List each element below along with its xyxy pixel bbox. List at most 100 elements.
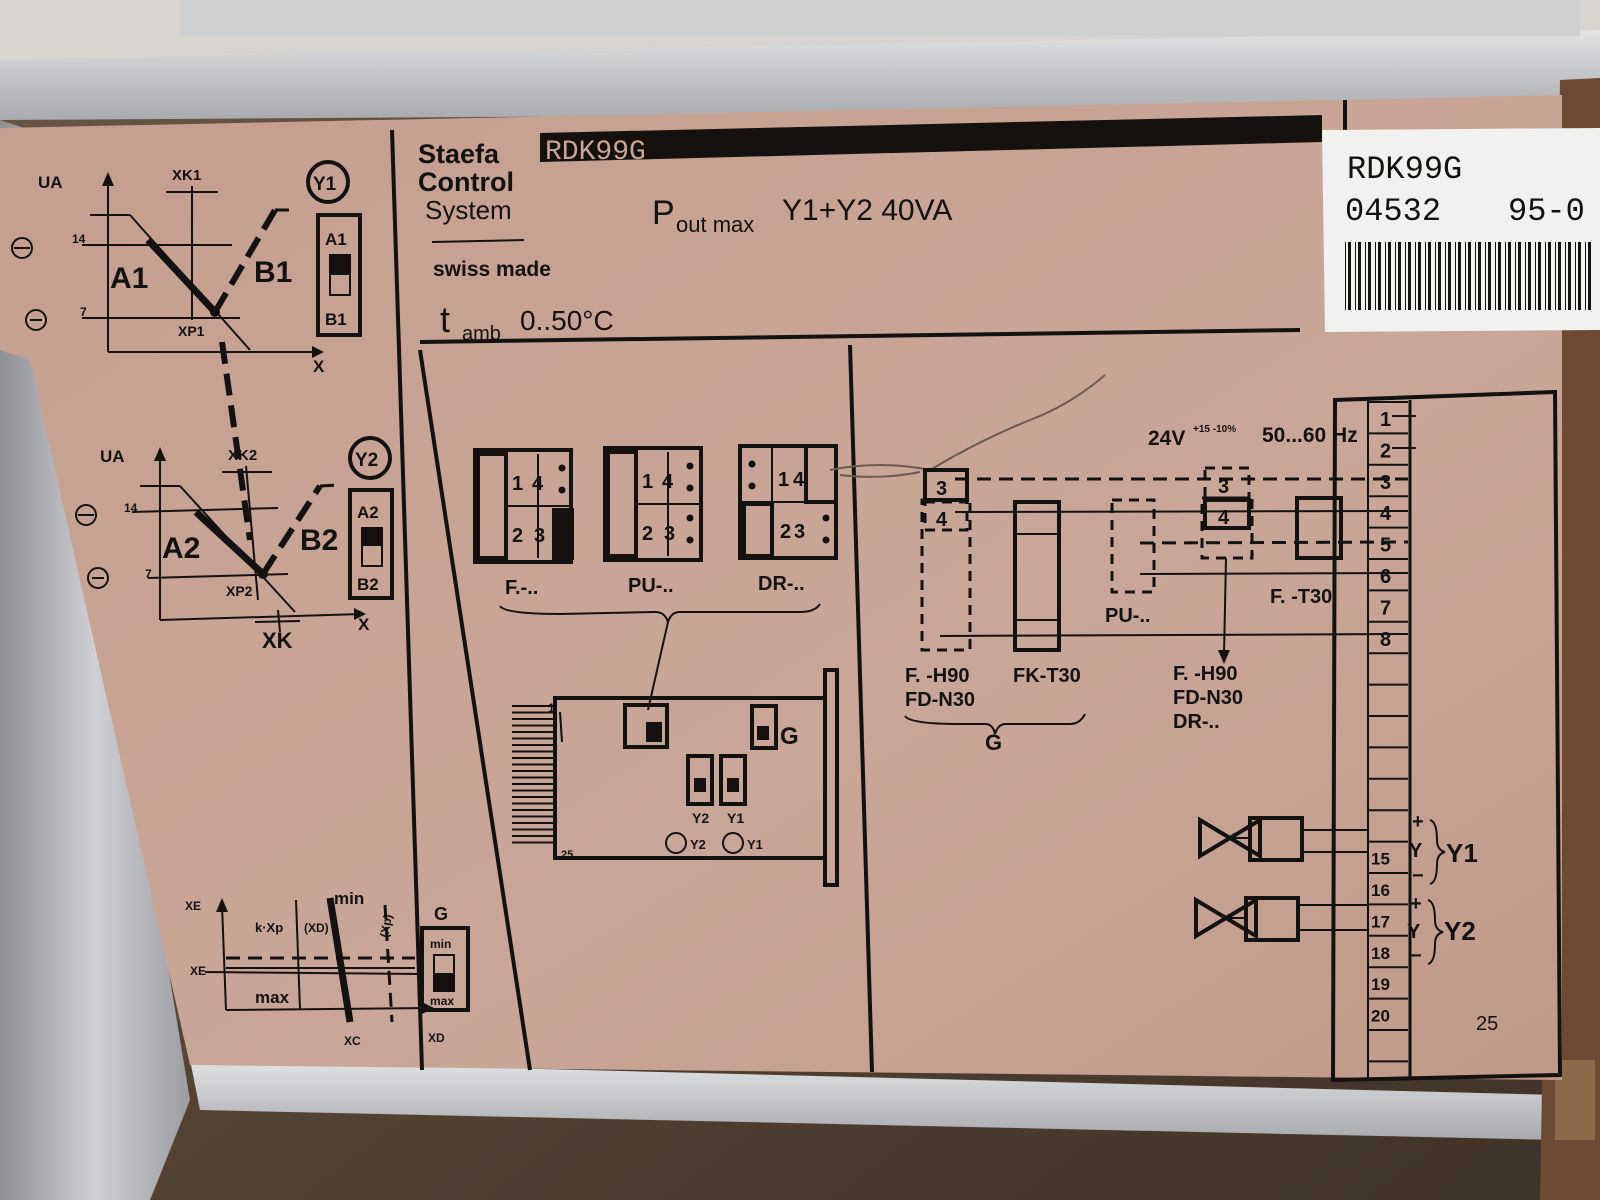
barcode-bar bbox=[1425, 242, 1426, 310]
y1-y2-connector bbox=[219, 341, 253, 541]
y2-bracket-label: Y2 bbox=[1444, 916, 1476, 946]
group-g-label: G bbox=[985, 730, 1002, 755]
terminal-number: 2 bbox=[1380, 440, 1391, 462]
f-t30-label: F. -T30 bbox=[1270, 586, 1332, 608]
y1-xk-label: XK1 bbox=[172, 167, 201, 184]
barcode-bar bbox=[1395, 242, 1396, 310]
barcode-bar bbox=[1478, 242, 1481, 310]
barcode-bar bbox=[1435, 242, 1436, 310]
barcode-bar bbox=[1558, 242, 1561, 310]
ambient-range: 0..50°C bbox=[520, 305, 614, 336]
module-pu-d4: 4 bbox=[662, 471, 674, 493]
minmax-xe: XE bbox=[185, 899, 201, 913]
barcode-bar bbox=[1498, 242, 1501, 310]
barcode-bar bbox=[1485, 242, 1486, 310]
board-y2-label: Y2 bbox=[692, 810, 709, 826]
module-dr: 1 4 2 3 DR-.. bbox=[738, 444, 838, 595]
y2-minus: − bbox=[1410, 945, 1422, 967]
module-f: 1 4 2 3 F.-.. bbox=[473, 448, 574, 599]
barcode-bar bbox=[1385, 242, 1386, 310]
barcode-bar bbox=[1538, 242, 1541, 310]
barcode-bar bbox=[1518, 242, 1521, 310]
serial-sticker: RDK99G 04532 95-0 bbox=[1322, 128, 1600, 332]
module-dr-d1: 1 bbox=[778, 469, 789, 491]
minmax-xe-left: XE bbox=[190, 964, 206, 978]
swiss-made: swiss made bbox=[433, 258, 551, 281]
ambient-t: t bbox=[440, 299, 450, 340]
right-group-3: DR-.. bbox=[1173, 711, 1220, 733]
board-pin-25: 25 bbox=[561, 849, 573, 861]
y2-xp-label: XP2 bbox=[226, 583, 253, 599]
brand-line2: Control bbox=[418, 167, 514, 197]
barcode-bar bbox=[1438, 242, 1441, 310]
y2-switch-top: A2 bbox=[357, 503, 379, 522]
terminal-25-label: 25 bbox=[1476, 1013, 1498, 1035]
y2-ua-label: UA bbox=[100, 447, 125, 466]
board-edge-pins bbox=[512, 705, 556, 844]
minmax-min: min bbox=[334, 889, 364, 908]
terminal-strip-outline bbox=[1330, 389, 1563, 1083]
barcode-bar bbox=[1575, 242, 1576, 310]
barcode-bar bbox=[1528, 242, 1531, 310]
barcode-bar bbox=[1468, 242, 1471, 310]
board-g-label: G bbox=[780, 723, 799, 750]
barcode-bar bbox=[1475, 242, 1476, 310]
minmax-kxp: k·Xp bbox=[255, 920, 283, 935]
minmax-xc: XC bbox=[344, 1034, 361, 1048]
barcode-bar bbox=[1458, 242, 1461, 310]
sticker-serial: 04532 bbox=[1345, 193, 1441, 230]
y1-bracket-label: Y1 bbox=[1446, 838, 1478, 868]
y2-x-axis: X bbox=[358, 615, 370, 634]
barcode-bar bbox=[1555, 242, 1556, 310]
diagram-y1: UA X XK1 14 7 A1 B1 XP1 Y1 A1 B1 bbox=[11, 160, 362, 376]
supply-frequency: 50...60 Hz bbox=[1262, 424, 1358, 447]
y1-v14: 14 bbox=[72, 232, 86, 246]
y2-xk-label: XK2 bbox=[228, 447, 257, 464]
barcode-bar bbox=[1545, 242, 1546, 310]
power-out-max: out max bbox=[676, 212, 754, 237]
label-panel bbox=[0, 95, 1562, 1080]
valve-y2: + Y − Y2 bbox=[1194, 893, 1476, 967]
pu-label: PU-.. bbox=[1105, 605, 1151, 627]
y2-y: Y bbox=[1407, 921, 1421, 943]
y1-switch-bottom: B1 bbox=[325, 310, 347, 329]
y2-v7: 7 bbox=[145, 567, 152, 581]
barcode-bar bbox=[1548, 242, 1551, 310]
diagram-y2: UA X XK2 14 7 A2 B2 XP2 XK Y2 A2 B2 bbox=[75, 436, 394, 653]
circuit-board: 1 25 G Y2 Y1 Y2 Y1 bbox=[512, 668, 839, 887]
barcode-bar bbox=[1455, 242, 1456, 310]
module-dr-d2: 2 bbox=[780, 521, 791, 543]
barcode-bar bbox=[1428, 242, 1431, 310]
board-y1-circle: Y1 bbox=[747, 837, 763, 852]
minmax-switch-bottom: max bbox=[430, 994, 454, 1008]
right-group-2: FD-N30 bbox=[1173, 687, 1243, 709]
model-banner-bar bbox=[540, 115, 1322, 162]
y1-circle-label: Y1 bbox=[313, 174, 337, 195]
left-group-2: FD-N30 bbox=[905, 689, 975, 711]
barcode-bar bbox=[1418, 242, 1421, 310]
y1-v7: 7 bbox=[80, 305, 87, 319]
right-group-1: F. -H90 bbox=[1173, 663, 1237, 685]
terminal-number: 19 bbox=[1371, 975, 1390, 994]
barcode-bar bbox=[1375, 242, 1376, 310]
y1-xp-label: XP1 bbox=[178, 323, 205, 339]
module-pu-d1: 1 bbox=[642, 471, 653, 493]
module-f-d4: 4 bbox=[532, 473, 544, 495]
barcode-bar bbox=[1448, 242, 1451, 310]
f-t30-block bbox=[1295, 496, 1343, 560]
power-p: P bbox=[652, 194, 675, 232]
y1-switch bbox=[316, 213, 362, 337]
module-dr-label: DR-.. bbox=[758, 573, 805, 595]
diagram-minmax: XE min k·Xp (XD) (Xp) XE max XC XD G min… bbox=[185, 889, 470, 1048]
terminal-number: 7 bbox=[1380, 597, 1391, 619]
barcode-bar bbox=[1565, 242, 1566, 310]
module-f-d2: 2 bbox=[512, 525, 523, 547]
minmax-max: max bbox=[255, 988, 290, 1007]
minmax-xo: XD bbox=[428, 1031, 445, 1045]
barcode-bar bbox=[1355, 242, 1356, 310]
module-f-label: F.-.. bbox=[505, 577, 538, 599]
left-group-1: F. -H90 bbox=[905, 665, 969, 687]
